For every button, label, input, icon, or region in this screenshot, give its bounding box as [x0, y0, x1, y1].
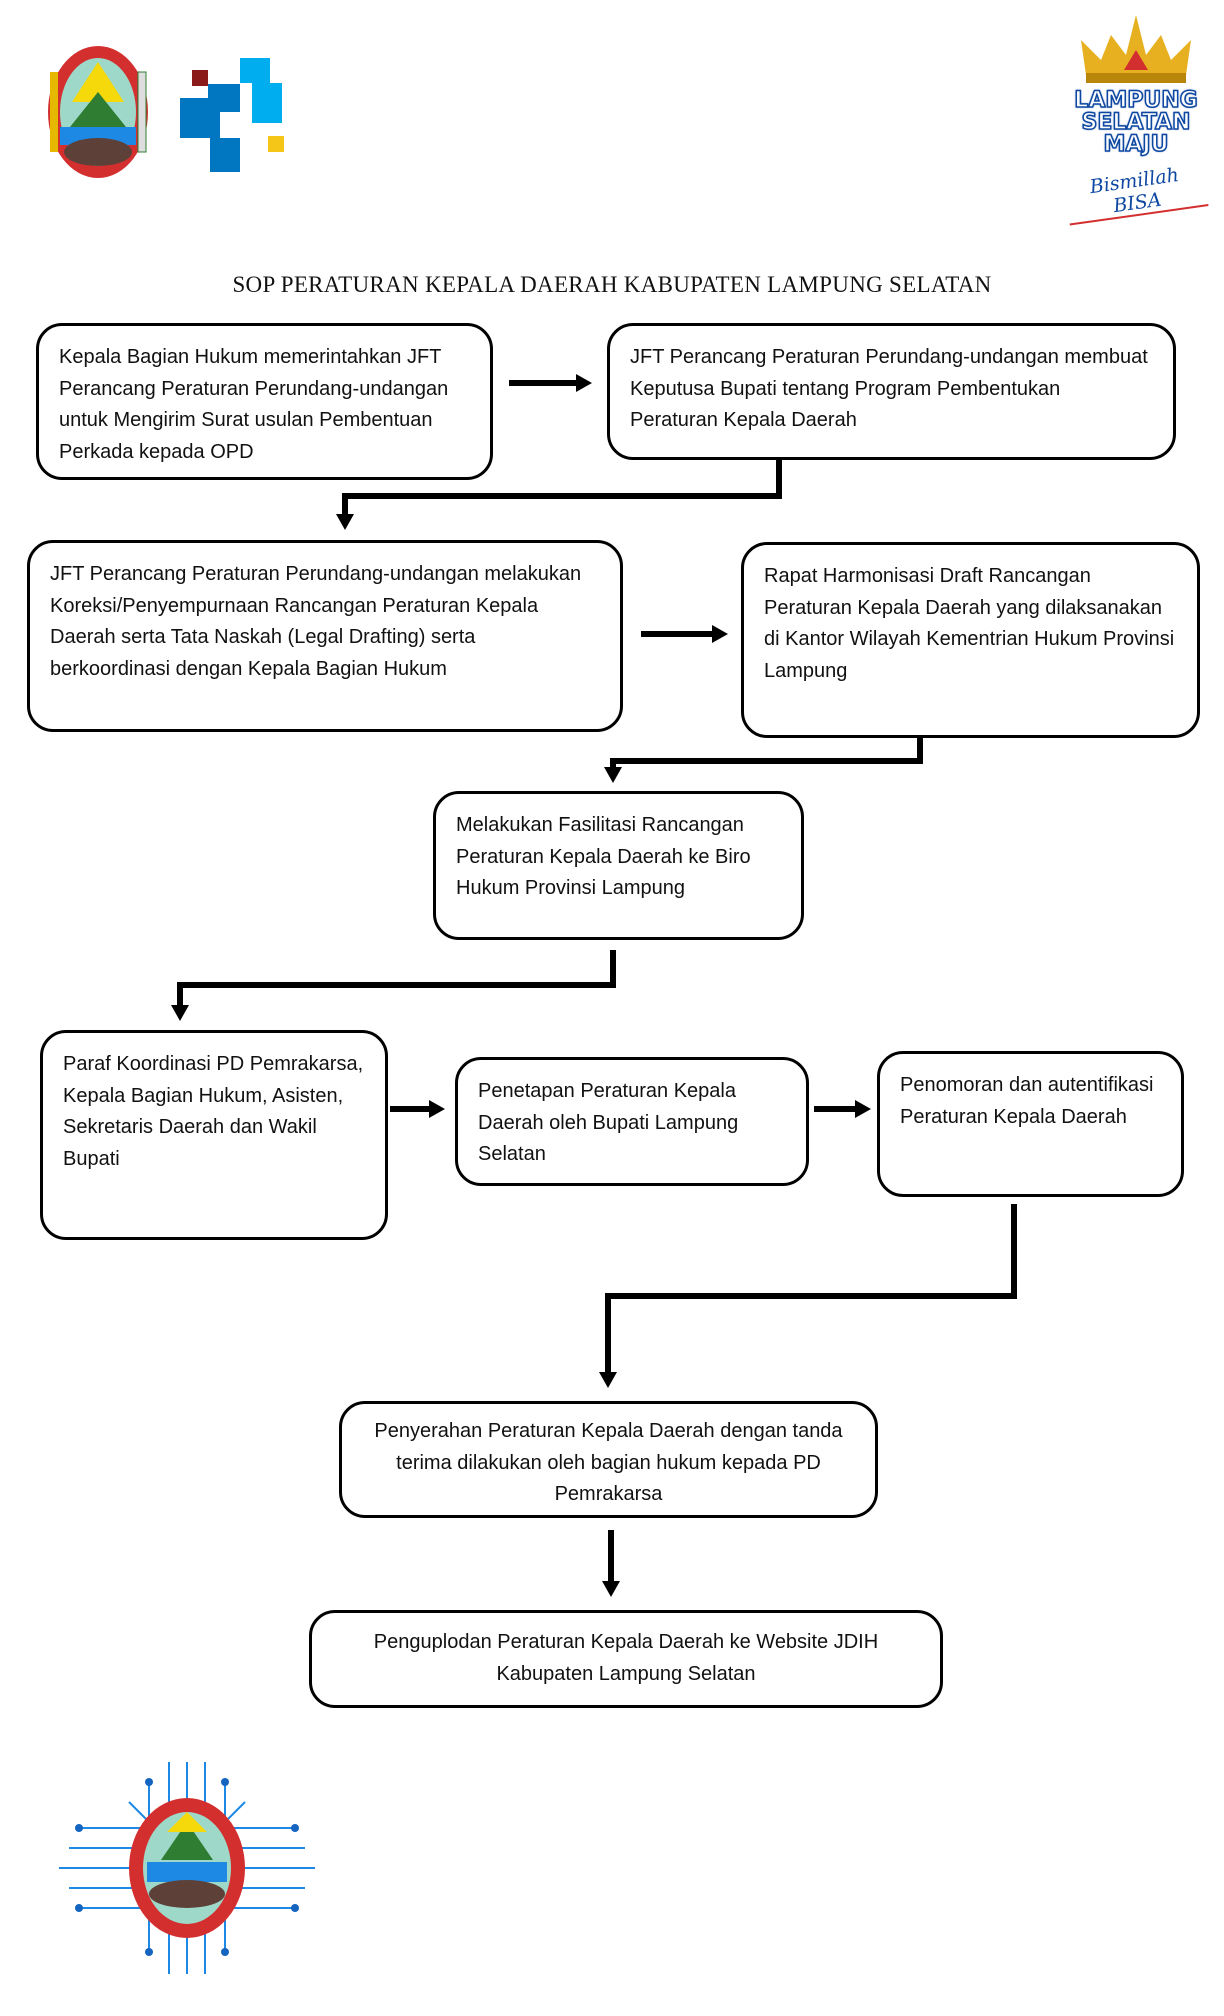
lampung-selatan-emblem-logo [48, 46, 148, 178]
slogan-line-1: LAMPUNG [1074, 88, 1199, 113]
slogan-line-2: SELATAN [1081, 110, 1191, 135]
step-5-box: Melakukan Fasilitasi Rancangan Peraturan… [433, 791, 804, 940]
step-9-box: Penyerahan Peraturan Kepala Daerah denga… [339, 1401, 878, 1518]
step-8-box: Penomoran dan autentifikasi Peraturan Ke… [877, 1051, 1184, 1197]
lampung-selatan-maju-logo: LAMPUNG SELATAN MAJU Bismillah BISA [1063, 15, 1209, 226]
slogan-tagline: Bismillah BISA [1063, 160, 1209, 226]
step-3-box: JFT Perancang Peraturan Perundang-undang… [27, 540, 623, 732]
step-6-box: Paraf Koordinasi PD Pemrakarsa, Kepala B… [40, 1030, 388, 1240]
kominfo-logo [180, 58, 284, 172]
step-10-box: Penguplodan Peraturan Kepala Daerah ke W… [309, 1610, 943, 1708]
step-2-box: JFT Perancang Peraturan Perundang-undang… [607, 323, 1176, 460]
step-1-box: Kepala Bagian Hukum memerintahkan JFT Pe… [36, 323, 493, 480]
page-title: SOP PERATURAN KEPALA DAERAH KABUPATEN LA… [232, 272, 992, 297]
step-7-box: Penetapan Peraturan Kepala Daerah oleh B… [455, 1057, 809, 1186]
crown-icon [1081, 15, 1191, 83]
slogan-line-3: MAJU [1103, 132, 1169, 157]
step-4-box: Rapat Harmonisasi Draft Rancangan Peratu… [741, 542, 1200, 738]
jdih-circuit-emblem-logo [59, 1762, 315, 1974]
